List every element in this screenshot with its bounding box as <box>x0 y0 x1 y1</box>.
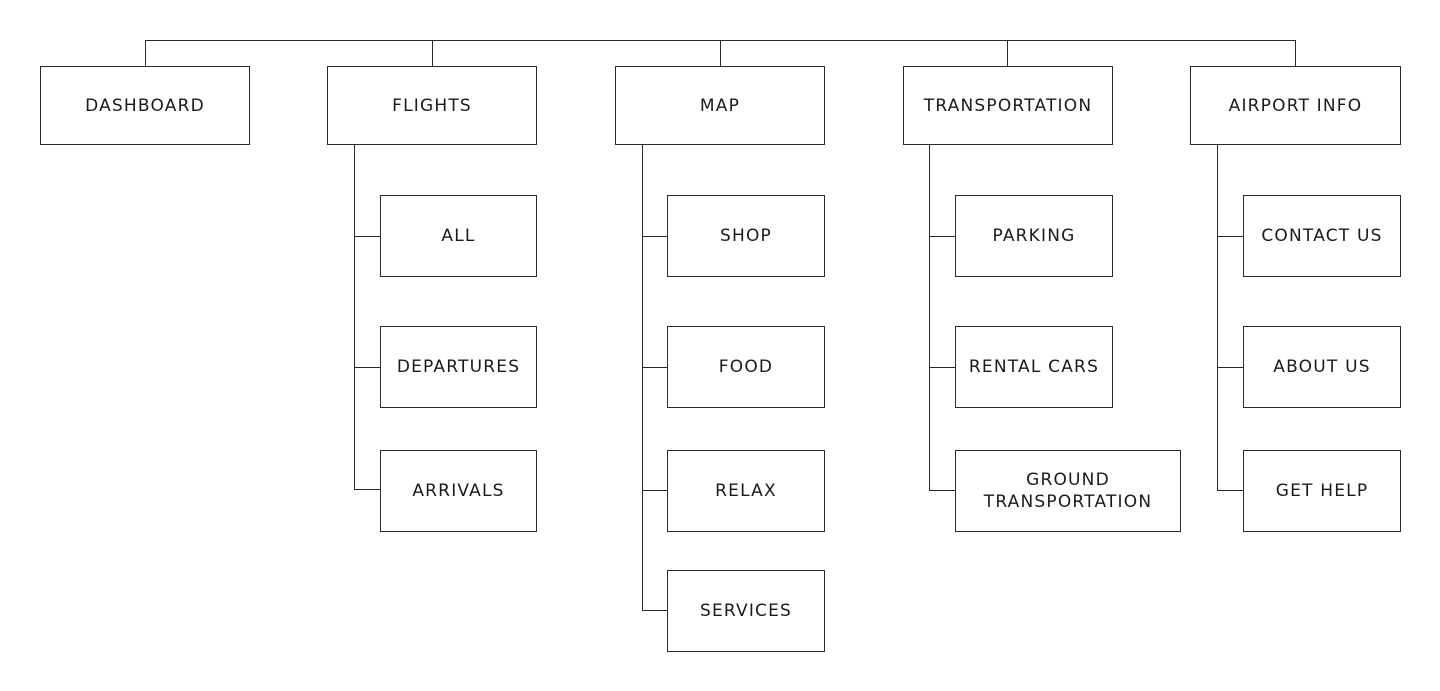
node-rental-cars: RENTAL CARS <box>955 326 1113 408</box>
node-label: FOOD <box>718 357 774 377</box>
node-label: MAP <box>699 95 741 116</box>
connector-line <box>720 40 721 66</box>
node-services: SERVICES <box>667 570 825 652</box>
node-label: SHOP <box>719 226 772 246</box>
node-departures: DEPARTURES <box>380 326 537 408</box>
connector-line <box>642 610 667 611</box>
connector-line <box>642 144 643 610</box>
node-label: PARKING <box>992 226 1076 246</box>
connector-line <box>1007 40 1008 66</box>
connector-line <box>1217 490 1243 491</box>
connector-line <box>1295 40 1296 66</box>
node-all: ALL <box>380 195 537 277</box>
node-shop: SHOP <box>667 195 825 277</box>
connector-line <box>354 367 380 368</box>
connector-line <box>1217 236 1243 237</box>
node-ground-transportation: GROUND TRANSPORTATION <box>955 450 1181 532</box>
connector-line <box>642 367 667 368</box>
node-airport-info: AIRPORT INFO <box>1190 66 1401 145</box>
node-parking: PARKING <box>955 195 1113 277</box>
node-label: ALL <box>441 226 476 246</box>
node-dashboard: DASHBOARD <box>40 66 250 145</box>
node-label: RELAX <box>715 481 777 501</box>
node-label: FLIGHTS <box>392 95 472 116</box>
node-label: ARRIVALS <box>412 481 505 501</box>
connector-line <box>642 490 667 491</box>
node-map: MAP <box>615 66 825 145</box>
connector-line <box>929 144 930 490</box>
node-label: AIRPORT INFO <box>1228 95 1363 116</box>
node-label: RENTAL CARS <box>968 357 1100 377</box>
connector-line <box>145 40 146 66</box>
node-label: TRANSPORTATION <box>923 95 1093 116</box>
node-label: DASHBOARD <box>85 95 205 116</box>
node-label: GET HELP <box>1275 481 1369 501</box>
connector-line <box>432 40 433 66</box>
connector-line <box>354 144 355 489</box>
node-label: SERVICES <box>699 601 793 621</box>
connector-line <box>1217 367 1243 368</box>
node-flights: FLIGHTS <box>327 66 537 145</box>
node-about-us: ABOUT US <box>1243 326 1401 408</box>
connector-line <box>354 236 380 237</box>
node-label: DEPARTURES <box>396 357 521 377</box>
node-get-help: GET HELP <box>1243 450 1401 532</box>
node-label: CONTACT US <box>1261 226 1383 246</box>
node-food: FOOD <box>667 326 825 408</box>
connector-line <box>929 490 955 491</box>
connector-line <box>1217 144 1218 490</box>
node-label: ABOUT US <box>1273 357 1371 377</box>
node-contact-us: CONTACT US <box>1243 195 1401 277</box>
connector-line <box>354 489 380 490</box>
connector-line <box>929 236 955 237</box>
node-label: GROUND TRANSPORTATION <box>983 470 1153 512</box>
connector-line <box>929 367 955 368</box>
node-arrivals: ARRIVALS <box>380 450 537 532</box>
node-relax: RELAX <box>667 450 825 532</box>
connector-line <box>642 236 667 237</box>
node-transportation: TRANSPORTATION <box>903 66 1113 145</box>
